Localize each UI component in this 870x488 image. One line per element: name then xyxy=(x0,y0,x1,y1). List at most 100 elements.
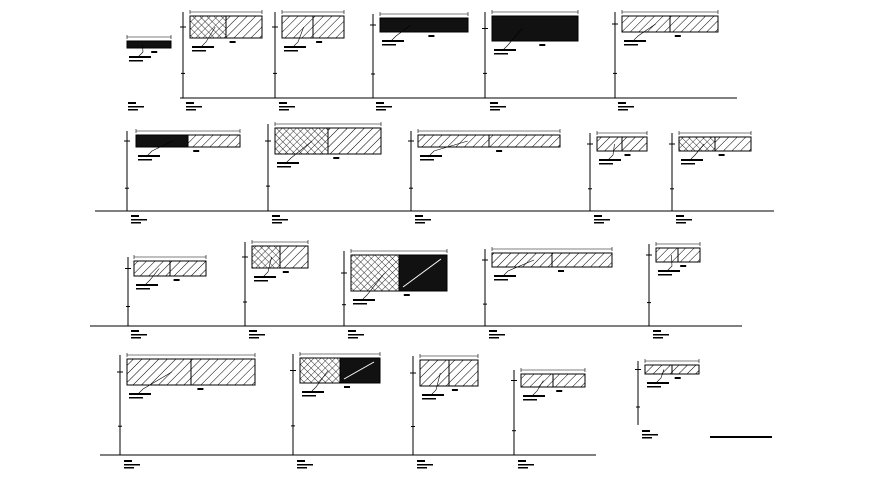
section-detail-d14 xyxy=(341,249,448,339)
d9-note-mark-2 xyxy=(420,159,434,161)
d7-label-mark xyxy=(131,215,139,217)
d4-label-mark xyxy=(376,102,384,104)
d5-dim-mark xyxy=(539,44,546,46)
d5-note-mark xyxy=(494,49,516,51)
d13-note-mark xyxy=(254,276,276,278)
d11-note-mark-2 xyxy=(681,163,695,165)
d20-label-mark xyxy=(518,460,526,462)
d11-dim-mark xyxy=(718,154,725,156)
d4-section-solid xyxy=(379,17,469,33)
d10-label-mark-3 xyxy=(594,222,604,224)
d11-label-mark-2 xyxy=(676,219,692,221)
d14-note-mark xyxy=(353,299,375,301)
d8-label-mark-3 xyxy=(272,222,282,224)
d15-label-mark-3 xyxy=(489,337,499,339)
d13-label-mark-2 xyxy=(249,334,265,336)
section-detail-d5 xyxy=(482,10,579,111)
section-detail-d20 xyxy=(511,368,586,469)
d11-note-mark xyxy=(681,159,703,161)
d1-label-mark-2 xyxy=(128,106,144,108)
d5-note-mark-2 xyxy=(494,53,508,55)
d2-note-mark-2 xyxy=(192,50,206,52)
d3-note-mark-2 xyxy=(284,50,298,52)
d14-label-mark-2 xyxy=(348,334,364,336)
d5-label-mark-3 xyxy=(490,109,500,111)
section-detail-d3 xyxy=(272,10,345,111)
d8-section-hatch xyxy=(327,127,382,155)
section-detail-d10 xyxy=(587,131,648,224)
d8-note-mark xyxy=(277,162,299,164)
d17-label-mark-3 xyxy=(124,467,134,469)
d7-label-mark-3 xyxy=(131,222,141,224)
d7-section-solid xyxy=(135,134,189,148)
d19-label-mark-3 xyxy=(417,467,427,469)
d9-dim-mark xyxy=(496,150,503,152)
d20-dim-mark xyxy=(556,390,563,392)
d9-note-mark xyxy=(420,155,442,157)
d10-label-mark-2 xyxy=(594,219,610,221)
d4-label-mark-2 xyxy=(376,106,392,108)
section-detail-d6 xyxy=(612,10,719,111)
d1-label-mark xyxy=(128,102,136,104)
d6-label-mark-2 xyxy=(618,106,634,108)
d18-note-mark-2 xyxy=(302,395,316,397)
d21-dim-mark xyxy=(674,377,681,379)
d5-section-solid xyxy=(491,15,579,42)
d14-label-mark-3 xyxy=(348,337,358,339)
d6-note-mark xyxy=(624,40,646,42)
d18-section-crosshatch xyxy=(299,357,341,384)
d6-label-mark xyxy=(618,102,626,104)
d20-note-mark xyxy=(523,395,545,397)
d10-label-mark xyxy=(594,215,602,217)
d18-note-mark xyxy=(302,391,324,393)
d5-label-mark xyxy=(490,102,498,104)
d19-dim-mark xyxy=(451,389,458,391)
d21-label-mark-2 xyxy=(642,434,658,436)
d13-dim-mark xyxy=(282,271,289,273)
d2-section-crosshatch xyxy=(189,15,227,39)
d2-section-hatch xyxy=(225,15,263,39)
d13-label-mark xyxy=(249,330,257,332)
d17-label-mark-2 xyxy=(124,464,140,466)
d10-note-mark xyxy=(599,159,621,161)
d21-note-mark-2 xyxy=(647,386,661,388)
d15-label-mark xyxy=(489,330,497,332)
section-detail-d11 xyxy=(669,131,752,224)
section-detail-d9 xyxy=(408,129,561,224)
section-detail-d7 xyxy=(124,129,241,224)
d7-section-hatch xyxy=(187,134,241,148)
d13-label-mark-3 xyxy=(249,337,259,339)
d15-note-mark xyxy=(494,275,516,277)
d16-dim-mark xyxy=(680,265,687,267)
d14-note-mark-2 xyxy=(353,303,367,305)
d11-section-crosshatch xyxy=(678,136,716,152)
section-detail-d21 xyxy=(635,359,700,439)
d18-label-mark-2 xyxy=(297,464,313,466)
section-detail-d8 xyxy=(265,122,382,224)
d1-section-solid xyxy=(126,40,172,49)
d9-label-mark-2 xyxy=(415,219,431,221)
d2-label-mark-2 xyxy=(186,106,202,108)
d11-label-mark xyxy=(676,215,684,217)
d20-note-mark-2 xyxy=(523,399,537,401)
d3-dim-mark xyxy=(316,41,323,43)
d6-note-mark-2 xyxy=(624,44,638,46)
section-detail-d12 xyxy=(125,255,207,339)
d11-label-mark-3 xyxy=(676,222,686,224)
section-detail-d16 xyxy=(646,242,701,339)
d21-label-mark-3 xyxy=(642,437,652,439)
d4-note-mark-2 xyxy=(382,44,396,46)
d12-note-mark-2 xyxy=(136,288,150,290)
d8-dim-mark xyxy=(333,157,340,159)
d16-label-mark-2 xyxy=(653,334,669,336)
d13-section-crosshatch xyxy=(251,245,281,269)
d4-label-mark-3 xyxy=(376,109,386,111)
d8-label-mark xyxy=(272,215,280,217)
d7-note-mark xyxy=(138,155,160,157)
d3-label-mark xyxy=(279,102,287,104)
d2-dim-mark xyxy=(229,41,236,43)
d20-label-mark-3 xyxy=(518,467,528,469)
section-detail-d1 xyxy=(126,35,172,111)
section-detail-d19 xyxy=(410,354,479,469)
